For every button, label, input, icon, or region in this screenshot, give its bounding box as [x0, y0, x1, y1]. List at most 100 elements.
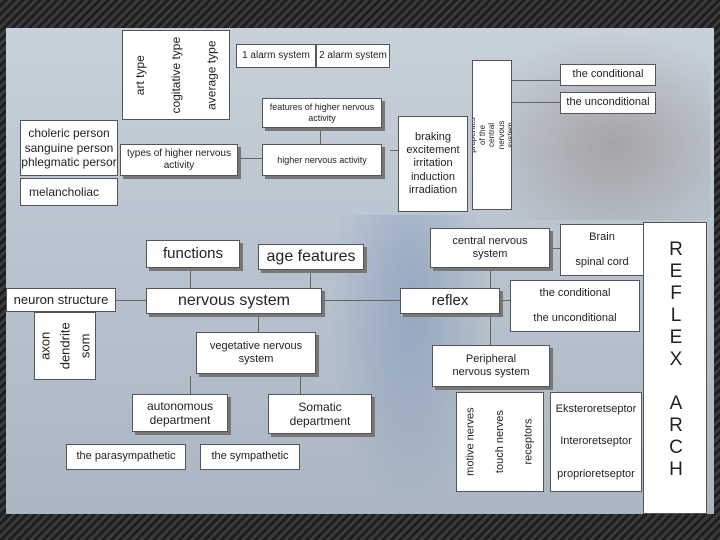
the-conditional-box: the conditional — [560, 64, 656, 86]
reflex-letter-e: E — [644, 261, 708, 283]
neuron-structure-box: neuron structure — [6, 288, 116, 312]
temperaments-box: choleric person sanguine person phlegmat… — [20, 120, 118, 176]
higher-na-label: higher nervous activity — [277, 155, 367, 166]
alarm-system-1-box: 1 alarm system — [236, 44, 316, 68]
the-unconditional-box: the unconditional — [560, 92, 656, 114]
features-hna-box: features of higher nervous activity — [262, 98, 382, 128]
receptors-label: receptors — [515, 392, 544, 492]
age-features-box: age features — [258, 244, 364, 270]
connector — [520, 388, 550, 389]
reflex-conditional-label: the conditional — [540, 287, 611, 300]
features-hna-label: features of higher nervous activity — [263, 102, 381, 124]
irritation-label: irritation — [413, 157, 452, 170]
connector — [310, 272, 311, 288]
connector — [512, 80, 560, 81]
reflex-box: reflex — [400, 288, 500, 314]
peripheral-ns-box: Peripheral nervous system — [432, 345, 550, 387]
arch-letter-h: H — [644, 459, 708, 481]
som-text: som — [77, 334, 93, 359]
axon-text: axon — [37, 332, 53, 360]
dendrite-text: dendrite — [57, 323, 73, 370]
arch-letter-c: C — [644, 437, 708, 459]
somatic-box: Somatic department — [268, 394, 372, 434]
touch-nerves-label: touch nerves — [486, 392, 515, 492]
melancholiac-label: melancholiac — [29, 185, 99, 199]
the-unconditional-label: the unconditional — [566, 96, 649, 109]
reflex-arch-column: R E F L E X A R C H — [643, 222, 707, 514]
eksteroretseptor-label: Eksteroretseptor — [556, 403, 637, 416]
connector — [322, 300, 400, 301]
central-ns-label: central nervous system — [445, 235, 535, 261]
somatic-label: Somatic department — [280, 400, 360, 429]
connector — [512, 102, 560, 103]
alarm-system-1-label: 1 alarm system — [242, 50, 310, 62]
art-type-label: art type — [122, 30, 158, 120]
cogitative-type-label: cogitative type — [158, 30, 194, 120]
autonomous-box: autonomous department — [132, 394, 228, 432]
autonomous-label: autonomous department — [137, 399, 223, 428]
vegetative-ns-label: vegetative nervous system — [201, 340, 311, 366]
peripheral-ns-label: Peripheral nervous system — [446, 353, 536, 379]
functions-box: functions — [146, 240, 240, 268]
vegetative-ns-box: vegetative nervous system — [196, 332, 316, 374]
reflex-letter-l: L — [644, 305, 708, 327]
parasympathetic-label: the parasympathetic — [76, 450, 175, 463]
connector — [240, 158, 262, 159]
reflex-unconditional-label: the unconditional — [533, 312, 616, 325]
personality-types-box: art type cogitative type average type — [122, 30, 230, 120]
sanguine-label: sanguine person — [25, 141, 114, 155]
brain-label: Brain — [589, 231, 615, 244]
braking-label: braking — [415, 131, 451, 144]
nerves-box: motive nerves touch nerves receptors — [456, 392, 544, 492]
som-label: som — [75, 312, 95, 380]
neuron-parts-box: axon dendrite som — [34, 312, 96, 380]
irradiation-label: irradiation — [409, 184, 457, 197]
connector — [190, 268, 191, 288]
connector — [190, 376, 191, 394]
sympathetic-box: the sympathetic — [200, 444, 300, 470]
average-type-text: average type — [205, 40, 219, 109]
cns-properties-label: properties of the central nervous system — [472, 116, 512, 154]
central-ns-box: central nervous system — [430, 228, 550, 268]
reflex-letter-f: F — [644, 283, 708, 305]
proprioretseptor-label: proprioretseptor — [557, 468, 635, 481]
connector — [116, 300, 146, 301]
reflex-types-box: the conditional the unconditional — [510, 280, 640, 332]
dendrite-label: dendrite — [55, 312, 75, 380]
touch-nerves-text: touch nerves — [493, 411, 506, 474]
connector — [300, 376, 301, 394]
excitement-label: excitement — [406, 144, 459, 157]
connector — [258, 314, 259, 332]
arch-letter-a: A — [644, 393, 708, 415]
spinal-cord-label: spinal cord — [575, 256, 628, 269]
reflex-letter-r: R — [644, 239, 708, 261]
sympathetic-label: the sympathetic — [211, 450, 288, 463]
axon-label: axon — [35, 312, 55, 380]
reflex-letter-x: X — [644, 349, 708, 371]
reflex-label: reflex — [432, 292, 469, 310]
age-features-label: age features — [267, 247, 356, 266]
types-of-hna-box: types of higher nervous activity — [120, 144, 238, 176]
reflex-letter-e2: E — [644, 327, 708, 349]
average-type-label: average type — [194, 30, 230, 120]
neuron-structure-label: neuron structure — [14, 292, 109, 308]
connector — [320, 126, 321, 144]
cns-properties-box: properties of the central nervous system — [472, 60, 512, 210]
functions-label: functions — [163, 245, 223, 263]
receptor-types-box: Eksteroretseptor Interoretseptor proprio… — [550, 392, 642, 492]
induction-label: induction — [411, 171, 455, 184]
parasympathetic-box: the parasympathetic — [66, 444, 186, 470]
alarm-system-2-box: 2 alarm system — [316, 44, 390, 68]
choleric-label: choleric person — [28, 126, 109, 140]
higher-na-box: higher nervous activity — [262, 144, 382, 176]
types-of-hna-label: types of higher nervous activity — [121, 148, 237, 172]
cogitative-type-text: cogitative type — [169, 37, 183, 114]
motive-nerves-label: motive nerves — [457, 392, 486, 492]
receptors-text: receptors — [522, 419, 535, 465]
nervous-system-label: nervous system — [178, 291, 290, 310]
arch-letter-r: R — [644, 415, 708, 437]
interoretseptor-label: Interoretseptor — [560, 435, 632, 448]
melancholiac-box: melancholiac — [20, 178, 118, 206]
processes-box: braking excitement irritation induction … — [398, 116, 468, 212]
alarm-system-2-label: 2 alarm system — [319, 50, 387, 62]
